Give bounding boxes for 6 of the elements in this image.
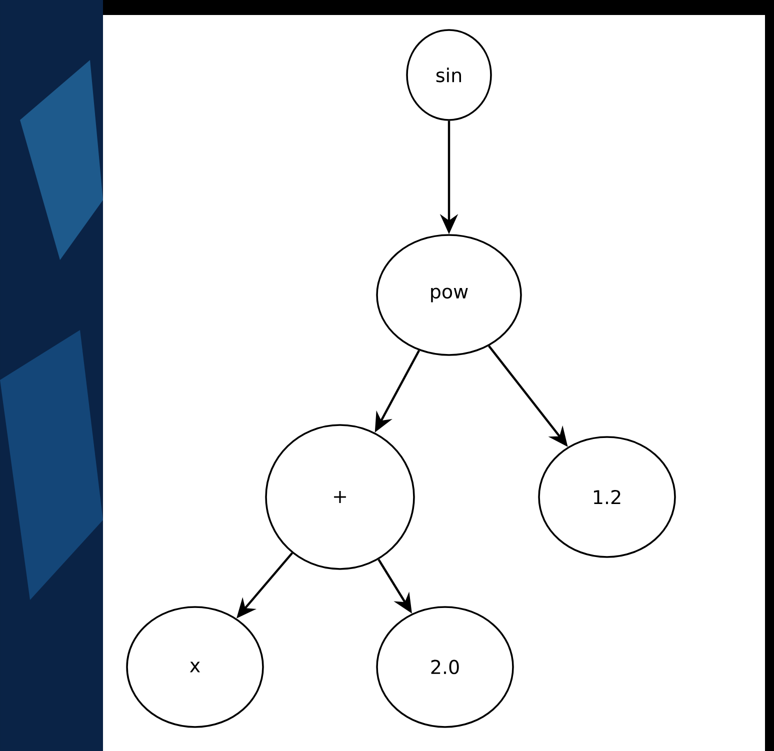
tree-node: x [126,606,264,728]
tree-node: 1.2 [538,436,676,558]
tree-node: sin [406,29,492,121]
tree-node: 2.0 [376,606,514,728]
tree-node: pow [376,234,522,356]
tree-node: + [265,424,415,570]
